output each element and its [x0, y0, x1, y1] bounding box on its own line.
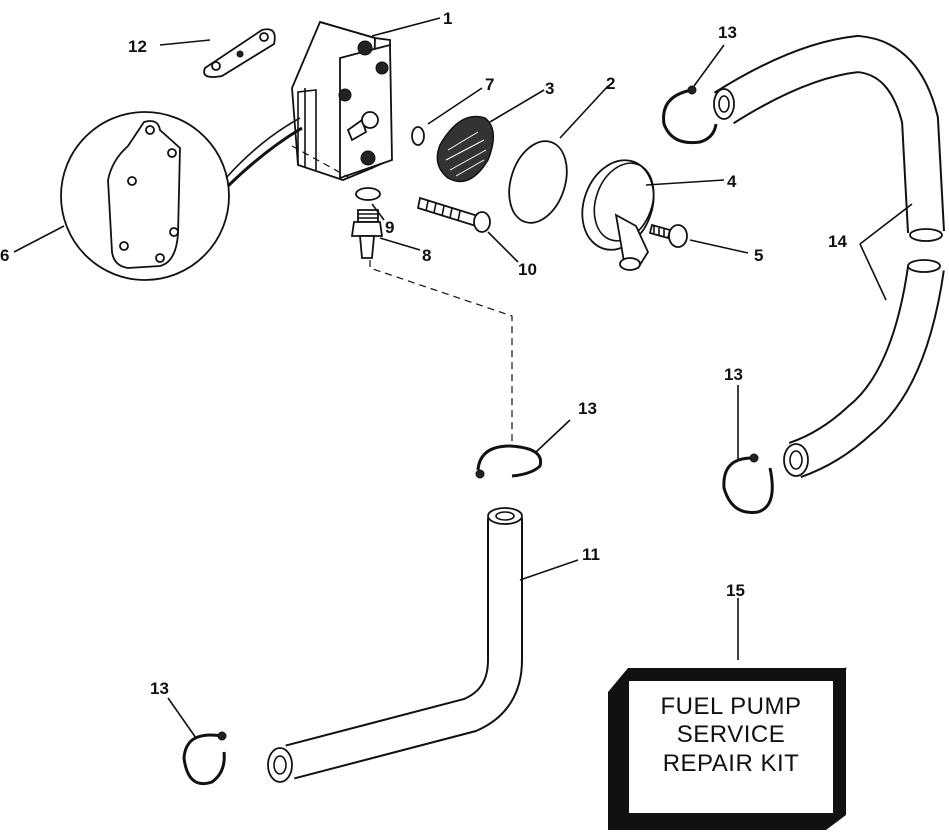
callout-12: 12 [128, 37, 147, 56]
part-9-washer [355, 187, 381, 201]
callout-3: 3 [545, 79, 554, 98]
part-4-outlet-cover [581, 159, 655, 271]
part-13-clamp-upper-right [662, 85, 718, 145]
part-15-repair-kit-box: FUEL PUMP SERVICE REPAIR KIT [608, 667, 847, 830]
part-6-gasket-detail [60, 111, 303, 281]
part-5-valve-screw [648, 223, 688, 248]
kit-label-line3: REPAIR KIT [663, 750, 800, 777]
callout-2: 2 [606, 74, 615, 93]
callout-11: 11 [582, 545, 600, 564]
callout-9: 9 [385, 218, 394, 237]
part-14-hose-lower [783, 259, 945, 478]
callout-5: 5 [754, 246, 763, 265]
kit-label-line1: FUEL PUMP [661, 693, 802, 720]
callout-13-lower-left: 13 [150, 679, 169, 698]
part-14-hose-upper [713, 34, 945, 242]
alignment-dashed-line [369, 260, 513, 445]
part-13-clamp-center [475, 444, 543, 479]
part-11-hose-lower [267, 507, 523, 783]
callout-4: 4 [727, 172, 737, 191]
kit-label-line2: SERVICE [677, 721, 785, 748]
part-10-long-screw [416, 196, 491, 233]
part-13-clamp-lower-left [182, 731, 227, 785]
callout-7: 7 [485, 75, 494, 94]
part-3-filter-screen [436, 115, 494, 183]
part-12-mounting-plate [203, 28, 276, 78]
part-2-diaphragm-ring [508, 140, 568, 224]
part-1-pump-body [291, 20, 393, 181]
callout-13-right: 13 [724, 365, 743, 384]
callout-15: 15 [726, 581, 745, 600]
callout-13-center: 13 [578, 399, 597, 418]
callout-8: 8 [422, 246, 431, 265]
callout-13-upper-right: 13 [718, 23, 737, 42]
leader-lines [13, 17, 913, 739]
part-8-fitting [350, 209, 384, 259]
callout-numbers: 1 2 3 4 5 6 7 8 9 10 11 12 13 13 13 13 1… [0, 9, 847, 698]
callout-10: 10 [518, 260, 537, 279]
callout-1: 1 [443, 9, 452, 28]
callout-14: 14 [828, 232, 847, 251]
callout-6: 6 [0, 246, 9, 265]
part-7-o-ring [411, 126, 425, 146]
part-13-clamp-right [722, 453, 774, 514]
